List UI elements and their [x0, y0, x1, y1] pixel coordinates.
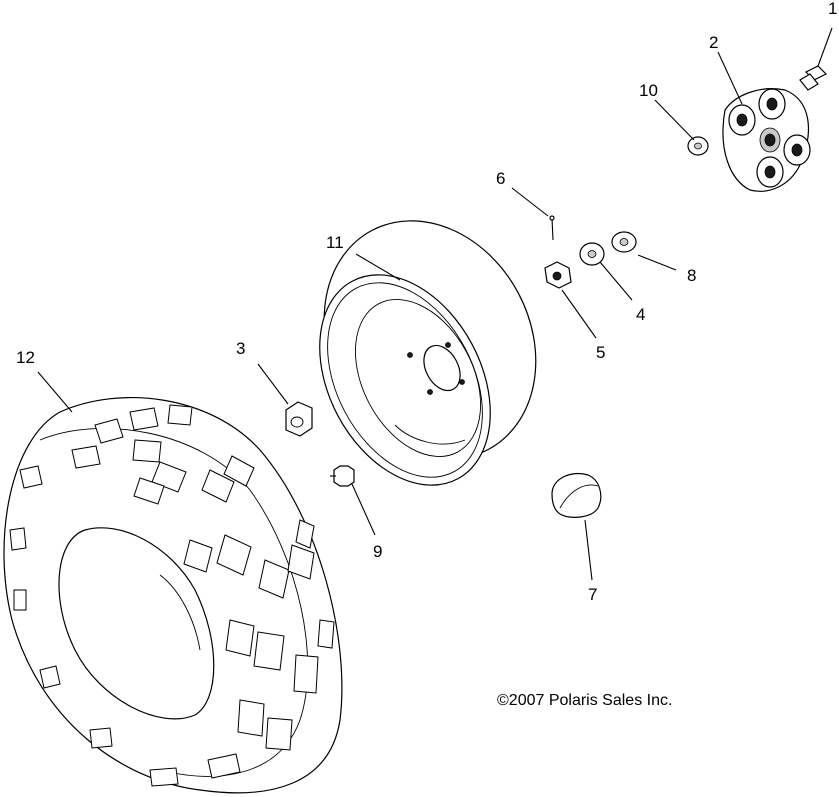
callout-12: 12 — [16, 348, 35, 367]
callout-2: 2 — [709, 33, 718, 52]
washer-8-part — [611, 231, 637, 253]
bolt-part — [799, 65, 828, 91]
lug-nut-part — [285, 401, 313, 437]
callout-8: 8 — [687, 266, 696, 285]
tire-tread-lugs — [9, 404, 335, 787]
callout-4: 4 — [636, 305, 645, 324]
cotter-pin-part — [549, 215, 555, 241]
leader-lines — [37, 27, 833, 581]
hub-part — [722, 88, 811, 192]
tire-part — [3, 397, 343, 794]
callout-7: 7 — [588, 585, 597, 604]
callout-labels: 1 2 3 4 5 6 7 8 9 10 11 12 — [16, 0, 837, 604]
callout-9: 9 — [373, 542, 382, 561]
callout-11: 11 — [326, 233, 344, 252]
washer-10-part — [687, 136, 709, 156]
callout-1: 1 — [828, 0, 837, 18]
wheel-rim-part — [319, 220, 537, 486]
callout-6: 6 — [496, 169, 505, 188]
valve-stem-part — [330, 465, 355, 487]
castle-nut-part — [544, 261, 572, 289]
washer-4-part — [579, 242, 605, 266]
callout-5: 5 — [596, 343, 605, 362]
callout-3: 3 — [236, 339, 245, 358]
cap-part — [551, 473, 602, 518]
copyright-text: ©2007 Polaris Sales Inc. — [497, 692, 672, 709]
callout-10: 10 — [639, 81, 658, 100]
